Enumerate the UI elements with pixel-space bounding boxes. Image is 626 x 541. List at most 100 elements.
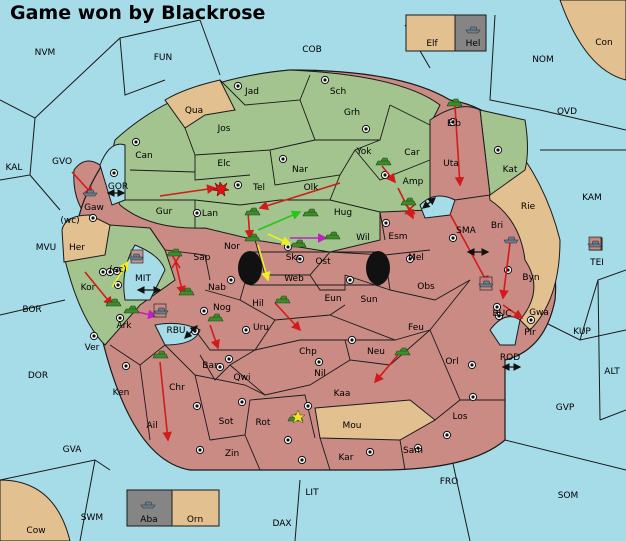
army-unit-icon[interactable] <box>166 248 183 257</box>
army-unit-icon[interactable] <box>178 287 195 296</box>
fleet-unit-icon[interactable] <box>465 26 481 34</box>
region-label-zin: Zin <box>225 449 239 459</box>
region-label-buc: BUC <box>492 309 511 319</box>
region-label-gor: GOR <box>108 182 128 192</box>
army-unit-icon[interactable] <box>375 157 392 166</box>
fleet-unit-icon[interactable] <box>478 280 494 288</box>
army-unit-icon[interactable] <box>274 295 291 304</box>
region-label-elc: Elc <box>217 159 230 169</box>
region-label-jad: Jad <box>244 87 259 97</box>
supply-center-dot <box>101 270 105 274</box>
army-unit-icon[interactable] <box>394 347 411 356</box>
supply-center-dot <box>364 127 368 131</box>
region-label-olk: Olk <box>304 183 320 193</box>
supply-center-dot <box>240 400 244 404</box>
fleet-unit-icon[interactable] <box>153 307 169 315</box>
supply-center-dot <box>496 148 500 152</box>
supply-center-dot <box>236 84 240 88</box>
battle-burst-icon <box>212 181 230 197</box>
region-label-car: Car <box>404 148 420 158</box>
army-unit-icon[interactable] <box>244 233 261 242</box>
region-orn[interactable] <box>171 489 220 527</box>
supply-center-dot <box>323 78 327 82</box>
orders <box>71 105 524 442</box>
army-unit-icon[interactable] <box>123 305 140 314</box>
region-label-wc: (wc) <box>60 216 79 226</box>
supply-center-dot <box>195 211 199 215</box>
army-unit-icon[interactable] <box>290 239 307 248</box>
supply-center-dot <box>92 334 96 338</box>
sea-buc[interactable] <box>489 316 521 346</box>
supply-center-dot <box>416 446 420 450</box>
region-label-ark: Ark <box>116 321 132 331</box>
region-label-eun: Eun <box>324 294 341 304</box>
region-label-kar: Kar <box>339 453 354 463</box>
region-label-gva: GVA <box>63 445 83 455</box>
region-label-yok: Yok <box>355 147 372 157</box>
region-label-skr: Skr <box>286 253 301 263</box>
region-label-nom: NOM <box>532 55 554 65</box>
fleet-unit-icon[interactable] <box>140 501 156 509</box>
region-label-rod: ROD <box>500 353 520 363</box>
region-label-gwa: Gwa <box>529 308 549 318</box>
units <box>82 26 603 509</box>
army-unit-icon[interactable] <box>446 98 463 107</box>
region-label-ec: (ec) <box>109 265 127 275</box>
region-mou[interactable] <box>314 399 436 441</box>
supply-center-dot <box>195 404 199 408</box>
region-label-amp: Amp <box>403 177 424 187</box>
supply-center-dot <box>368 450 372 454</box>
fleet-unit-icon[interactable] <box>587 240 603 248</box>
supply-center-dot <box>471 395 475 399</box>
supply-center-dot <box>116 283 120 287</box>
supply-center-dot <box>306 404 310 408</box>
fleet-unit-icon[interactable] <box>128 253 144 261</box>
region-label-dax: DAX <box>272 519 291 529</box>
region-label-bri: Bri <box>491 221 503 231</box>
supply-center-dot <box>281 157 285 161</box>
supply-center-dot <box>227 357 231 361</box>
army-unit-icon[interactable] <box>207 313 224 322</box>
army-unit-icon[interactable] <box>302 208 319 217</box>
region-label-mel: Mel <box>408 253 424 263</box>
region-label-lit: LIT <box>305 488 319 498</box>
fleet-unit-icon[interactable] <box>503 236 519 244</box>
region-label-orn: Orn <box>187 515 203 525</box>
army-unit-icon[interactable] <box>105 298 122 307</box>
region-uta[interactable] <box>429 106 491 211</box>
region-label-tei: TEI <box>589 258 604 268</box>
region-qua[interactable] <box>164 79 236 129</box>
region-label-dor: DOR <box>28 371 48 381</box>
fleet-unit-icon[interactable] <box>82 189 98 197</box>
region-label-jos: Jos <box>217 124 231 134</box>
region-label-ken: Ken <box>113 388 130 398</box>
region-label-rie: Rie <box>521 202 536 212</box>
army-unit-icon[interactable] <box>244 207 261 216</box>
passage-cap-east <box>366 251 390 285</box>
region-label-wil: Wil <box>356 233 370 243</box>
region-kat[interactable] <box>479 109 528 196</box>
region-label-lan: Lan <box>202 209 218 219</box>
supply-center-dot <box>451 236 455 240</box>
region-label-kat: Kat <box>503 165 518 175</box>
supply-center-dot <box>497 314 501 318</box>
supply-center-dot <box>384 221 388 225</box>
region-her[interactable] <box>61 214 111 263</box>
region-label-nor: Nor <box>224 242 240 252</box>
region-label-sma: SMA <box>456 226 476 236</box>
region-label-som: SOM <box>558 491 579 501</box>
region-label-alt: ALT <box>604 367 620 377</box>
supply-center-dot <box>229 278 233 282</box>
supply-center-dot <box>529 318 533 322</box>
region-label-cow: Cow <box>26 526 45 536</box>
supply-center-dot <box>236 183 240 187</box>
supply-center-dot <box>244 328 248 332</box>
army-unit-icon[interactable] <box>152 350 169 359</box>
game-status-title: Game won by Blackrose <box>10 2 266 24</box>
region-label-neu: Neu <box>367 347 385 357</box>
region-label-los: Los <box>452 412 467 422</box>
army-unit-icon[interactable] <box>400 197 417 206</box>
army-unit-icon[interactable] <box>324 231 341 240</box>
supply-center-dot <box>470 363 474 367</box>
